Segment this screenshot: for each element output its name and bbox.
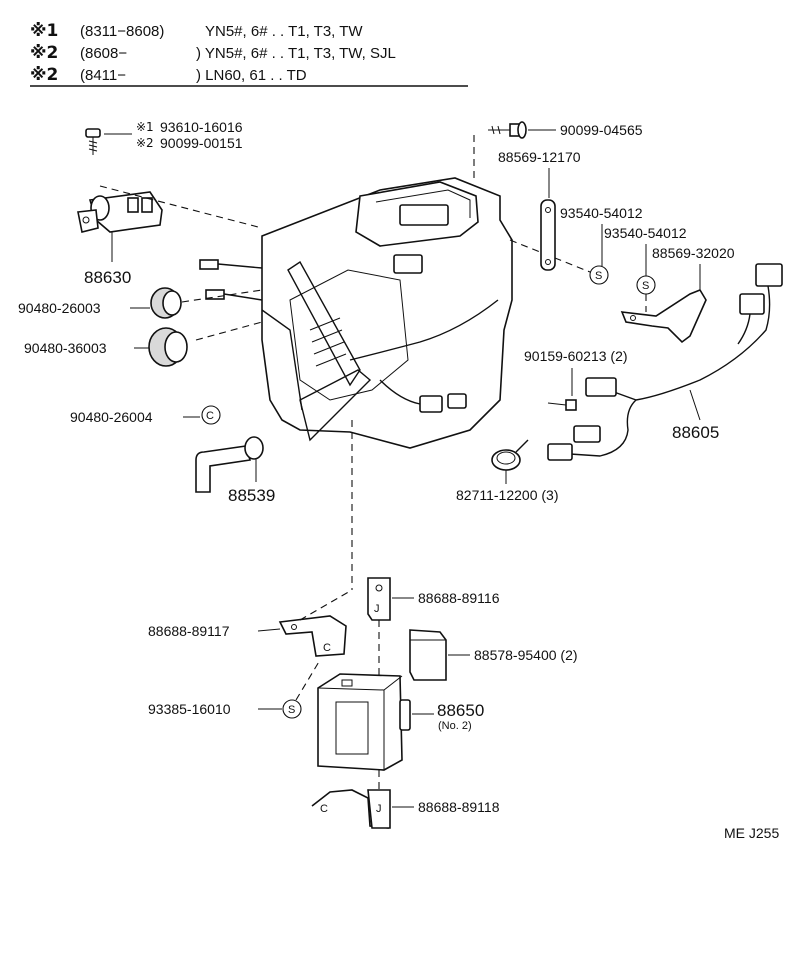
relay-88630-icon (77, 191, 163, 262)
part-label-88578-95400: 88578-95400 (2) (474, 647, 578, 663)
part-label-90480-26003: 90480-26003 (18, 300, 101, 316)
part-label-93540-54012-a: 93540-54012 (560, 205, 643, 221)
part-label-90480-36003: 90480-36003 (24, 340, 107, 356)
screw-top-left-icon (85, 128, 132, 155)
part-label-88688-89116: 88688-89116 (418, 590, 500, 606)
screw-90099-04565-icon (488, 121, 556, 139)
header-row-2-mark: ※2 (30, 43, 58, 63)
part-label-82711-12200: 82711-12200 (3) (456, 487, 558, 503)
part-label-88569-32020: 88569-32020 (652, 245, 735, 261)
band-88569-12170-icon (540, 199, 556, 271)
part-label-88688-89118: 88688-89118 (418, 799, 500, 815)
s-mark-a: S (595, 270, 602, 282)
header-row-3-mark: ※2 (30, 65, 58, 85)
header-row-1-range: (8311−8608) (80, 23, 164, 40)
bracket-88569-32020-icon (620, 289, 707, 344)
s-mark-b: S (642, 280, 649, 292)
part-label-88650-note: (No. 2) (438, 720, 472, 732)
hose-88539-icon (195, 436, 264, 493)
clip-90480-26004-icon: C (201, 405, 221, 425)
relay-88578-95400-icon (409, 629, 447, 681)
header-row-3-range: (8411− (80, 67, 126, 84)
part-label-88650: 88650 (437, 701, 484, 720)
svg-text:C: C (323, 642, 331, 654)
wire-harness-88605-icon (547, 263, 783, 461)
figure-code: ME J255 (724, 825, 779, 841)
applicability-header: ※1 (8311−8608) YN5#, 6# . . T1, T3, TW ※… (30, 21, 468, 87)
header-row-2-desc: ) YN5#, 6# . . T1, T3, TW, SJL (196, 45, 396, 62)
bracket-88688-89118-icon: C J (311, 789, 391, 829)
part-label-93610-16016: 93610-16016 (160, 119, 243, 135)
grommet-90480-36003-icon (148, 327, 188, 367)
part-label-88539: 88539 (228, 486, 275, 505)
part-label-88569-12170: 88569-12170 (498, 149, 581, 165)
screw-note-mark-2: ※2 (136, 136, 154, 150)
svg-text:J: J (376, 803, 382, 815)
c-mark-26004: C (206, 410, 214, 422)
svg-text:J: J (374, 603, 380, 615)
header-row-1-desc: YN5#, 6# . . T1, T3, TW (205, 23, 363, 40)
part-label-90099-00151: 90099-00151 (160, 135, 243, 151)
s-clip-93385-16010-icon: S (282, 699, 302, 719)
part-label-93385-16010: 93385-16010 (148, 701, 231, 717)
grommet-90480-26003-icon (150, 287, 182, 319)
part-label-88605: 88605 (672, 423, 719, 442)
part-label-88630: 88630 (84, 268, 131, 287)
screw-90159-60213-icon (547, 399, 577, 411)
screw-note-mark-1: ※1 (136, 120, 154, 134)
part-label-90159-60213: 90159-60213 (2) (524, 348, 628, 364)
header-row-2-range: (8608− (80, 45, 127, 62)
header-row-1-mark: ※1 (30, 21, 58, 41)
header-row-3-desc: ) LN60, 61 . . TD (196, 67, 307, 84)
heater-unit-assembly (199, 177, 513, 449)
s-clip-93540-b-icon: S (636, 275, 656, 295)
amplifier-88650-icon (317, 673, 411, 771)
part-label-90480-26004: 90480-26004 (70, 409, 153, 425)
clamp-82711-12200-icon (491, 439, 529, 471)
s-mark-c: S (288, 704, 295, 716)
svg-text:C: C (320, 803, 328, 815)
part-label-90099-04565: 90099-04565 (560, 122, 643, 138)
part-label-93540-54012-b: 93540-54012 (604, 225, 687, 241)
bracket-88688-89117-icon: C (278, 615, 347, 657)
part-label-88688-89117: 88688-89117 (148, 623, 230, 639)
s-clip-93540-a-icon: S (589, 265, 609, 285)
bracket-88688-89116-icon: J (367, 577, 391, 621)
